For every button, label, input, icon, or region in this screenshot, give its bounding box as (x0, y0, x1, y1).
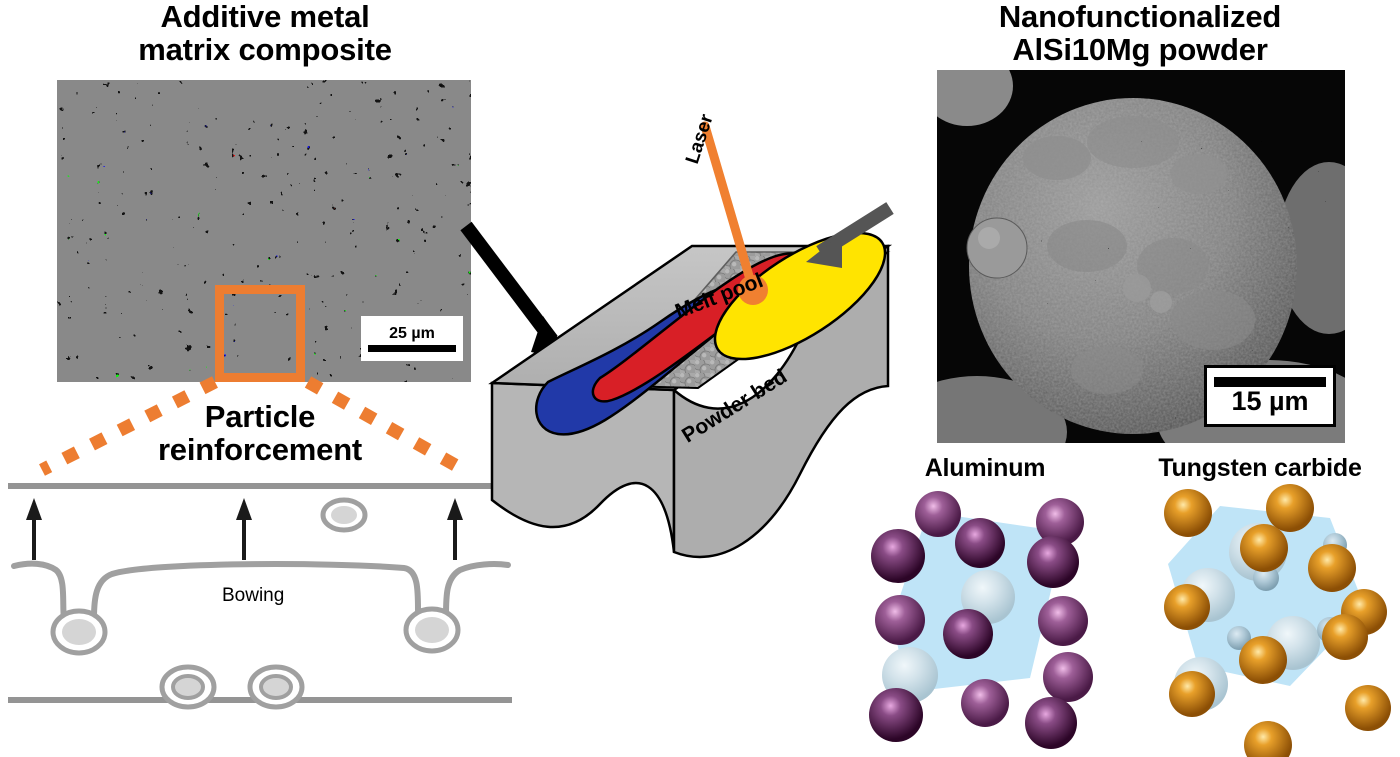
block-front-face (490, 381, 676, 553)
stress-arrow-1 (26, 498, 42, 560)
tungsten-sphere (1322, 614, 1368, 660)
panel-title-aluminum: Aluminum (924, 454, 1046, 482)
aluminum-sphere (875, 595, 925, 645)
tungsten-sphere (1240, 524, 1288, 572)
stress-arrow-3 (447, 498, 463, 560)
panel-title-additive-composite: Additive metal matrix composite (60, 0, 470, 67)
composite-microstructure-diagram (869, 484, 1391, 757)
scale-bar-powder: 15 µm (1204, 365, 1336, 427)
tungsten-carbide-microstructure (1164, 484, 1391, 757)
laser-beam (700, 121, 757, 291)
aluminum-sphere (1027, 536, 1079, 588)
stress-arrow-2 (236, 498, 252, 560)
panel-title-tungsten-carbide: Tungsten carbide (1158, 454, 1362, 482)
arrow-head (806, 234, 842, 268)
tungsten-sphere (1239, 636, 1287, 684)
aluminum-sphere (1036, 498, 1084, 546)
title-line-2: matrix composite (138, 32, 392, 68)
tungsten-sphere (1266, 484, 1314, 532)
nano-sphere-small (1227, 626, 1251, 650)
title-line-1: Particle (204, 399, 316, 434)
sem-texture-composite (57, 80, 471, 382)
free-particle-upper (320, 497, 368, 533)
pinned-particle-right (403, 606, 461, 654)
zoom-guide-lines (39, 376, 468, 476)
roi-highlight-box (215, 285, 305, 382)
scale-bar-line (1214, 377, 1326, 387)
zoom-guide-left (39, 376, 218, 476)
aluminum-sphere (955, 518, 1005, 568)
tungsten-sphere (1244, 721, 1292, 757)
laser-spot (738, 275, 768, 305)
aluminum-microstructure (869, 491, 1093, 749)
bowing-schematic (8, 483, 512, 710)
block-right-face (672, 244, 890, 559)
lpbf-3d-schematic (488, 121, 894, 559)
scale-bar-label: 25 µm (389, 324, 435, 342)
title-line-1: Additive metal (160, 0, 370, 34)
aluminum-sphere (961, 679, 1009, 727)
title-line-1: Nanofunctionalized (998, 0, 1282, 34)
gray-arrow-powder-to-bed (806, 202, 894, 268)
scale-bar-composite: 25 µm (361, 316, 463, 361)
tungsten-sphere (1308, 544, 1356, 592)
melt-pool-yellow (713, 231, 887, 361)
title-line-2: AlSi10Mg powder (1012, 32, 1268, 68)
scale-bar-label: 15 µm (1231, 386, 1309, 416)
tungsten-sphere (1164, 489, 1212, 537)
aluminum-sphere (1043, 652, 1093, 702)
aluminum-sphere (1025, 697, 1077, 749)
scale-bar-line (368, 344, 456, 352)
aluminum-sphere (1038, 596, 1088, 646)
bowing-label: Bowing (222, 585, 285, 606)
aluminum-sphere (869, 688, 923, 742)
free-particle-lower-1 (159, 664, 217, 710)
panel-title-nanofunctionalized-powder: Nanofunctionalized AlSi10Mg powder (930, 0, 1350, 67)
aluminum-sphere (871, 529, 925, 583)
sem-image-powder-particle: 15 µm (937, 70, 1345, 443)
panel-title-particle-reinforcement: Particle reinforcement (100, 400, 420, 467)
title-line-2: reinforcement (157, 432, 363, 468)
tungsten-sphere (1164, 584, 1210, 630)
arrow-shaft (460, 221, 558, 345)
free-particle-lower-2 (247, 664, 305, 710)
tungsten-sphere (1169, 671, 1215, 717)
aluminum-sphere (943, 609, 993, 659)
pinned-particle-left (50, 608, 108, 656)
aluminum-sphere (915, 491, 961, 537)
sem-image-composite: 25 µm (57, 80, 471, 382)
tungsten-sphere (1345, 685, 1391, 731)
